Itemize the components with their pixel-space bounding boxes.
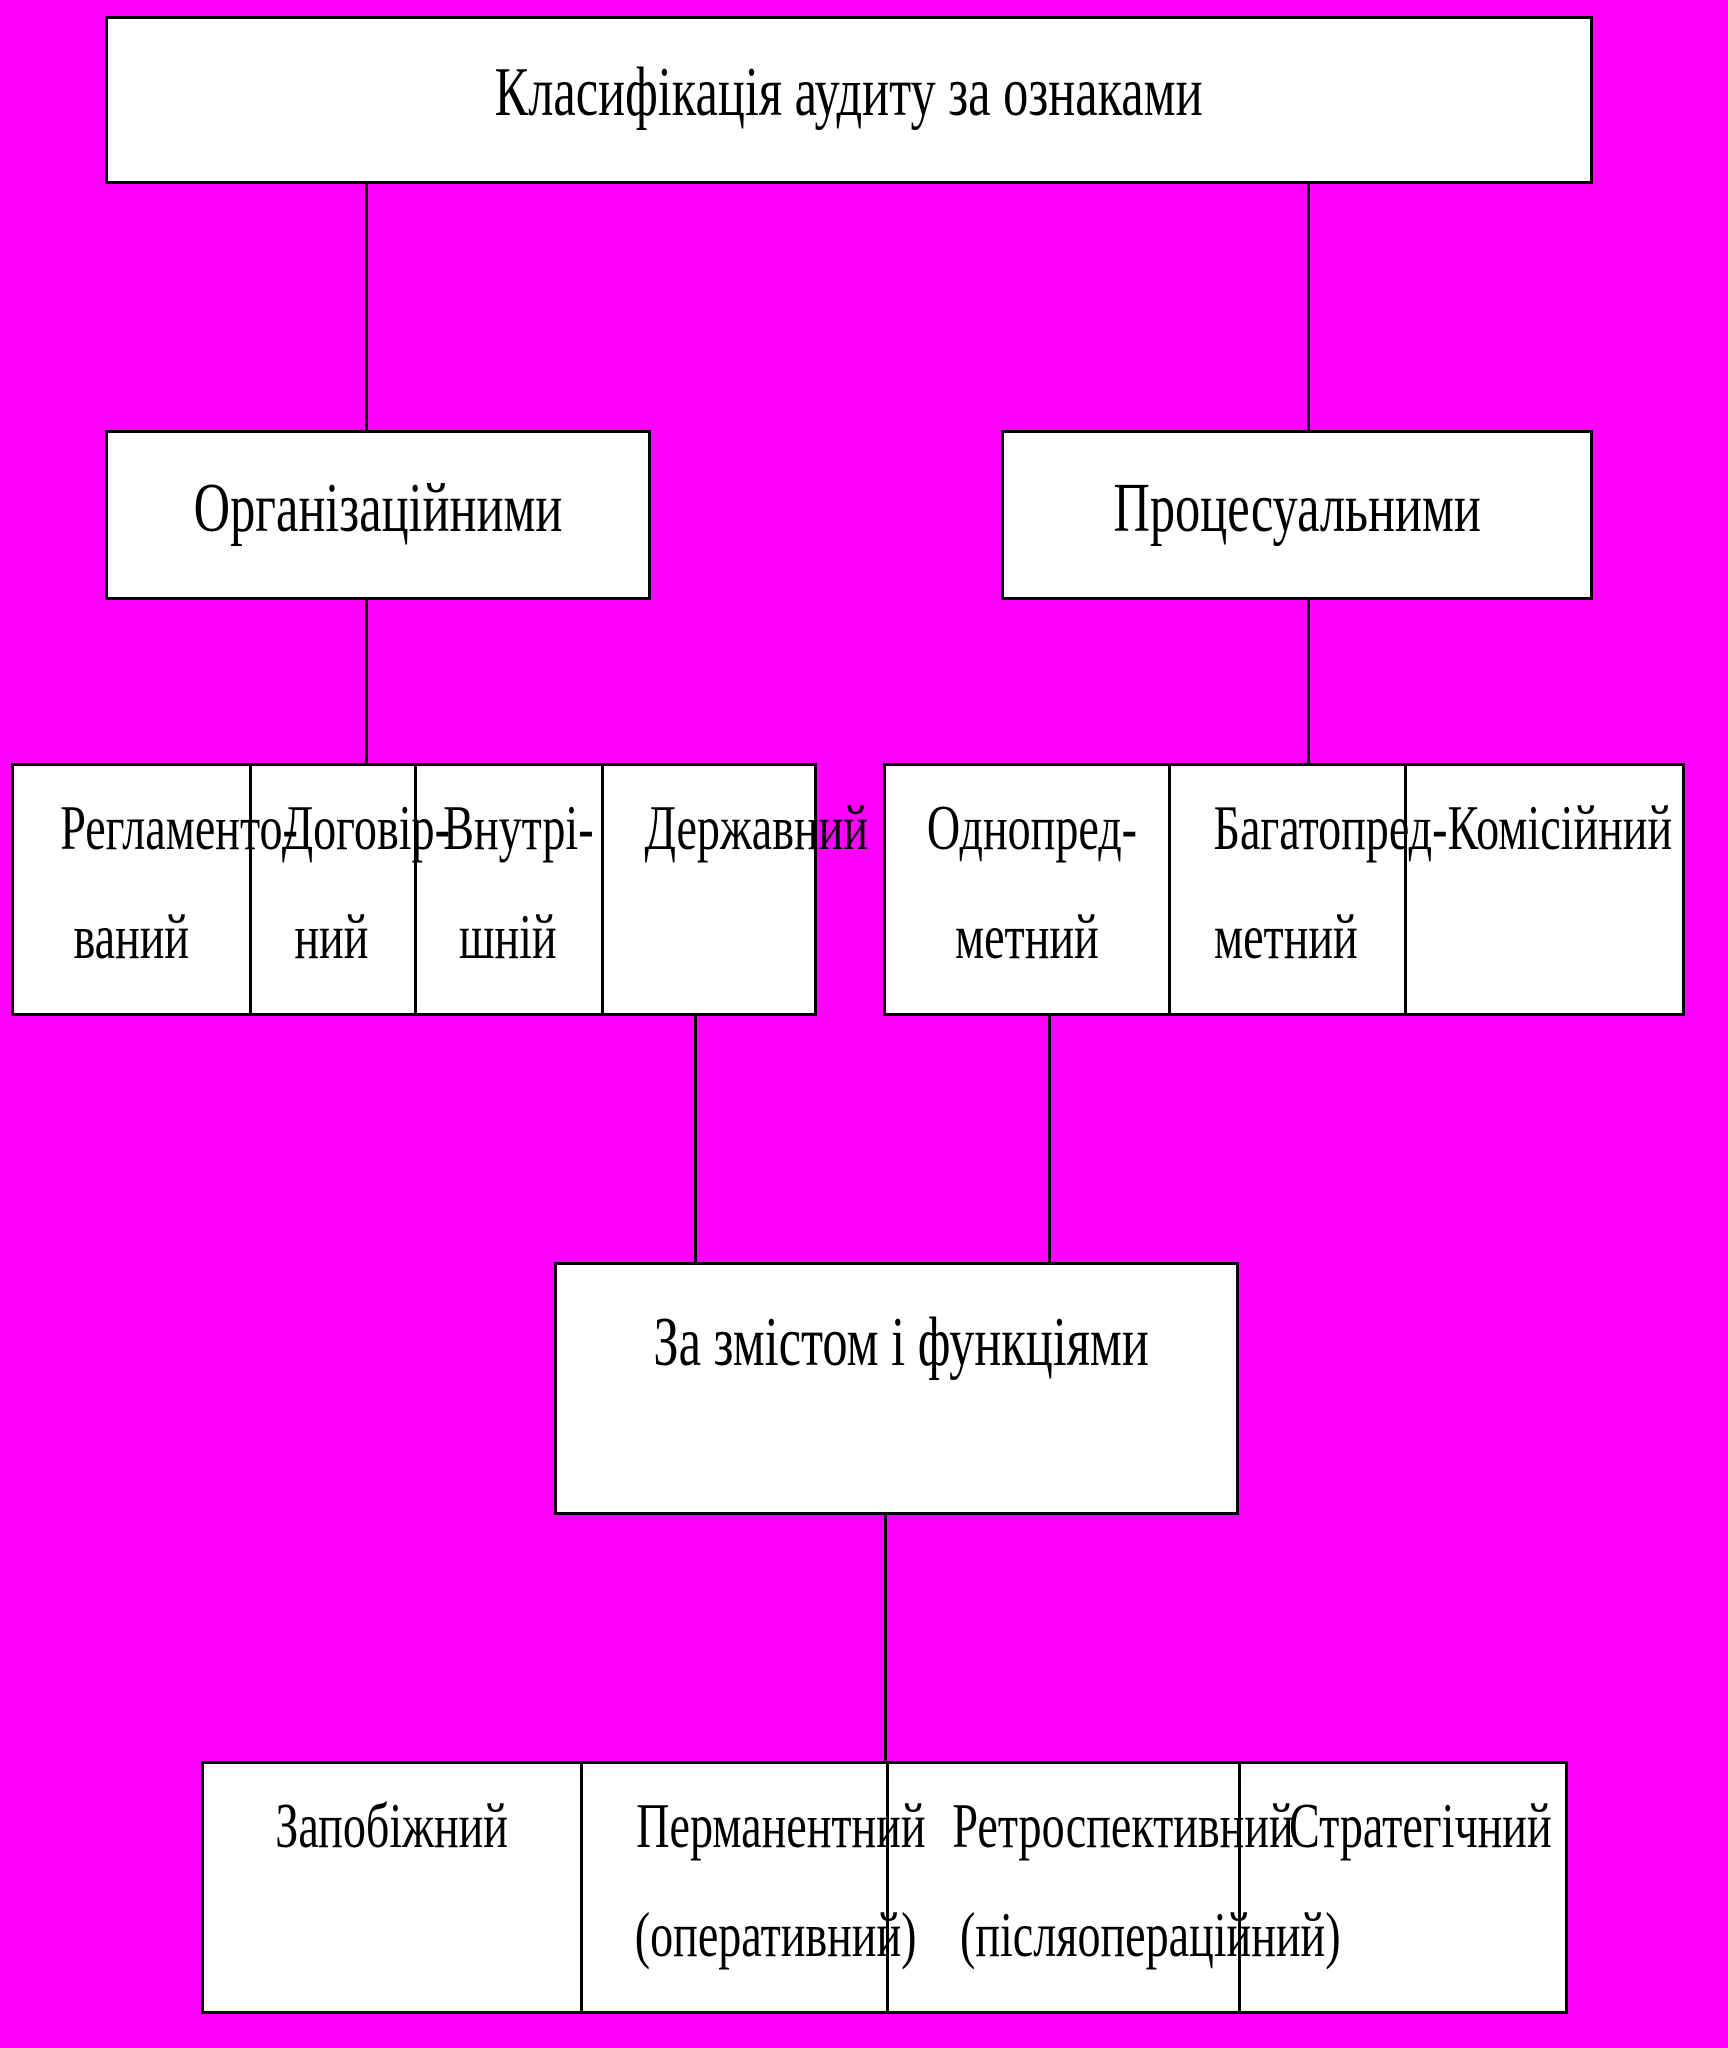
org-item-internal-line2: шній: [458, 900, 557, 972]
proc-item-commission-line1: Комісійний: [1447, 792, 1673, 863]
content-divider-2: [886, 1764, 889, 2011]
org-divider-1: [249, 766, 252, 1013]
content-item-permanent-line2: (оперативний): [634, 1898, 917, 1970]
proc-item-multi-subject-line2: метний: [1214, 900, 1358, 972]
connector-procedural-items: [1307, 598, 1310, 764]
content-item-strategic: Стратегічний: [1238, 1772, 1565, 1990]
organizational-box: Організаційними: [105, 430, 651, 600]
org-item-contractual-line2: ний: [294, 900, 369, 972]
proc-item-single-subject: Однопред- метний: [886, 774, 1168, 992]
connector-organizational-items: [365, 598, 368, 764]
content-title: За змістом і функціями: [653, 1304, 1149, 1381]
org-item-regulated-line1: Регламенто-: [60, 792, 298, 863]
connector-state-content: [694, 1014, 697, 1264]
connector-content-items: [884, 1513, 887, 1763]
org-item-regulated: Регламенто- ваний: [14, 774, 298, 992]
organizational-title: Організаційними: [193, 470, 563, 547]
content-item-preventive: Запобіжний: [204, 1772, 580, 1990]
proc-item-multi-subject-line1: Багатопред-: [1213, 792, 1448, 863]
organizational-items-row: Регламенто- ваний Договір- ний Внутрі- ш…: [11, 763, 868, 1016]
org-item-internal: Внутрі- шній: [414, 774, 601, 992]
org-item-contractual: Договір- ний: [249, 774, 450, 992]
root-title-cell: Класифікація аудиту за ознаками: [108, 33, 1590, 152]
content-item-strategic-line1: Стратегічний: [1289, 1790, 1552, 1861]
content-item-preventive-line1: Запобіжний: [275, 1790, 509, 1861]
content-item-retrospective: Ретроспективний (післяопераційний): [886, 1772, 1340, 1990]
org-item-regulated-line2: ваний: [73, 900, 190, 972]
org-divider-2: [414, 766, 417, 1013]
proc-item-single-subject-line2: метний: [955, 900, 1099, 972]
proc-item-single-subject-line1: Однопред-: [926, 792, 1138, 863]
organizational-title-cell: Організаційними: [108, 449, 648, 568]
content-divider-3: [1238, 1764, 1241, 2011]
content-item-retrospective-line2: (післяопераційний): [959, 1898, 1341, 1970]
proc-item-multi-subject: Багатопред- метний: [1168, 774, 1447, 992]
org-divider-3: [601, 766, 604, 1013]
connector-root-procedural: [1307, 182, 1310, 432]
org-item-internal-line1: Внутрі-: [443, 792, 594, 863]
content-item-permanent: Перманентний (оперативний): [580, 1772, 926, 1990]
procedural-box: Процесуальними: [1001, 430, 1593, 600]
procedural-title: Процесуальними: [1113, 470, 1481, 547]
connector-single-subject-content: [1048, 1014, 1051, 1264]
proc-item-commission: Комісійний: [1404, 774, 1682, 992]
content-item-permanent-line1: Перманентний: [636, 1790, 926, 1861]
org-item-state-line1: Державний: [644, 792, 868, 863]
proc-divider-1: [1168, 766, 1171, 1013]
content-title-cell: За змістом і функціями: [557, 1283, 1236, 1402]
root-title: Класифікація аудиту за ознаками: [495, 54, 1203, 131]
procedural-title-cell: Процесуальними: [1004, 449, 1590, 568]
content-divider-1: [580, 1764, 583, 2011]
root-box: Класифікація аудиту за ознаками: [105, 16, 1593, 184]
org-item-contractual-line1: Договір-: [281, 792, 450, 863]
content-item-retrospective-line1: Ретроспективний: [952, 1790, 1294, 1861]
content-items-row: Запобіжний Перманентний (оперативний) Ре…: [201, 1761, 1568, 2014]
content-box: За змістом і функціями: [554, 1262, 1239, 1515]
proc-divider-2: [1404, 766, 1407, 1013]
org-item-state: Державний: [601, 774, 868, 992]
procedural-items-row: Однопред- метний Багатопред- метний Комі…: [883, 763, 1685, 1016]
connector-root-organizational: [365, 182, 368, 432]
